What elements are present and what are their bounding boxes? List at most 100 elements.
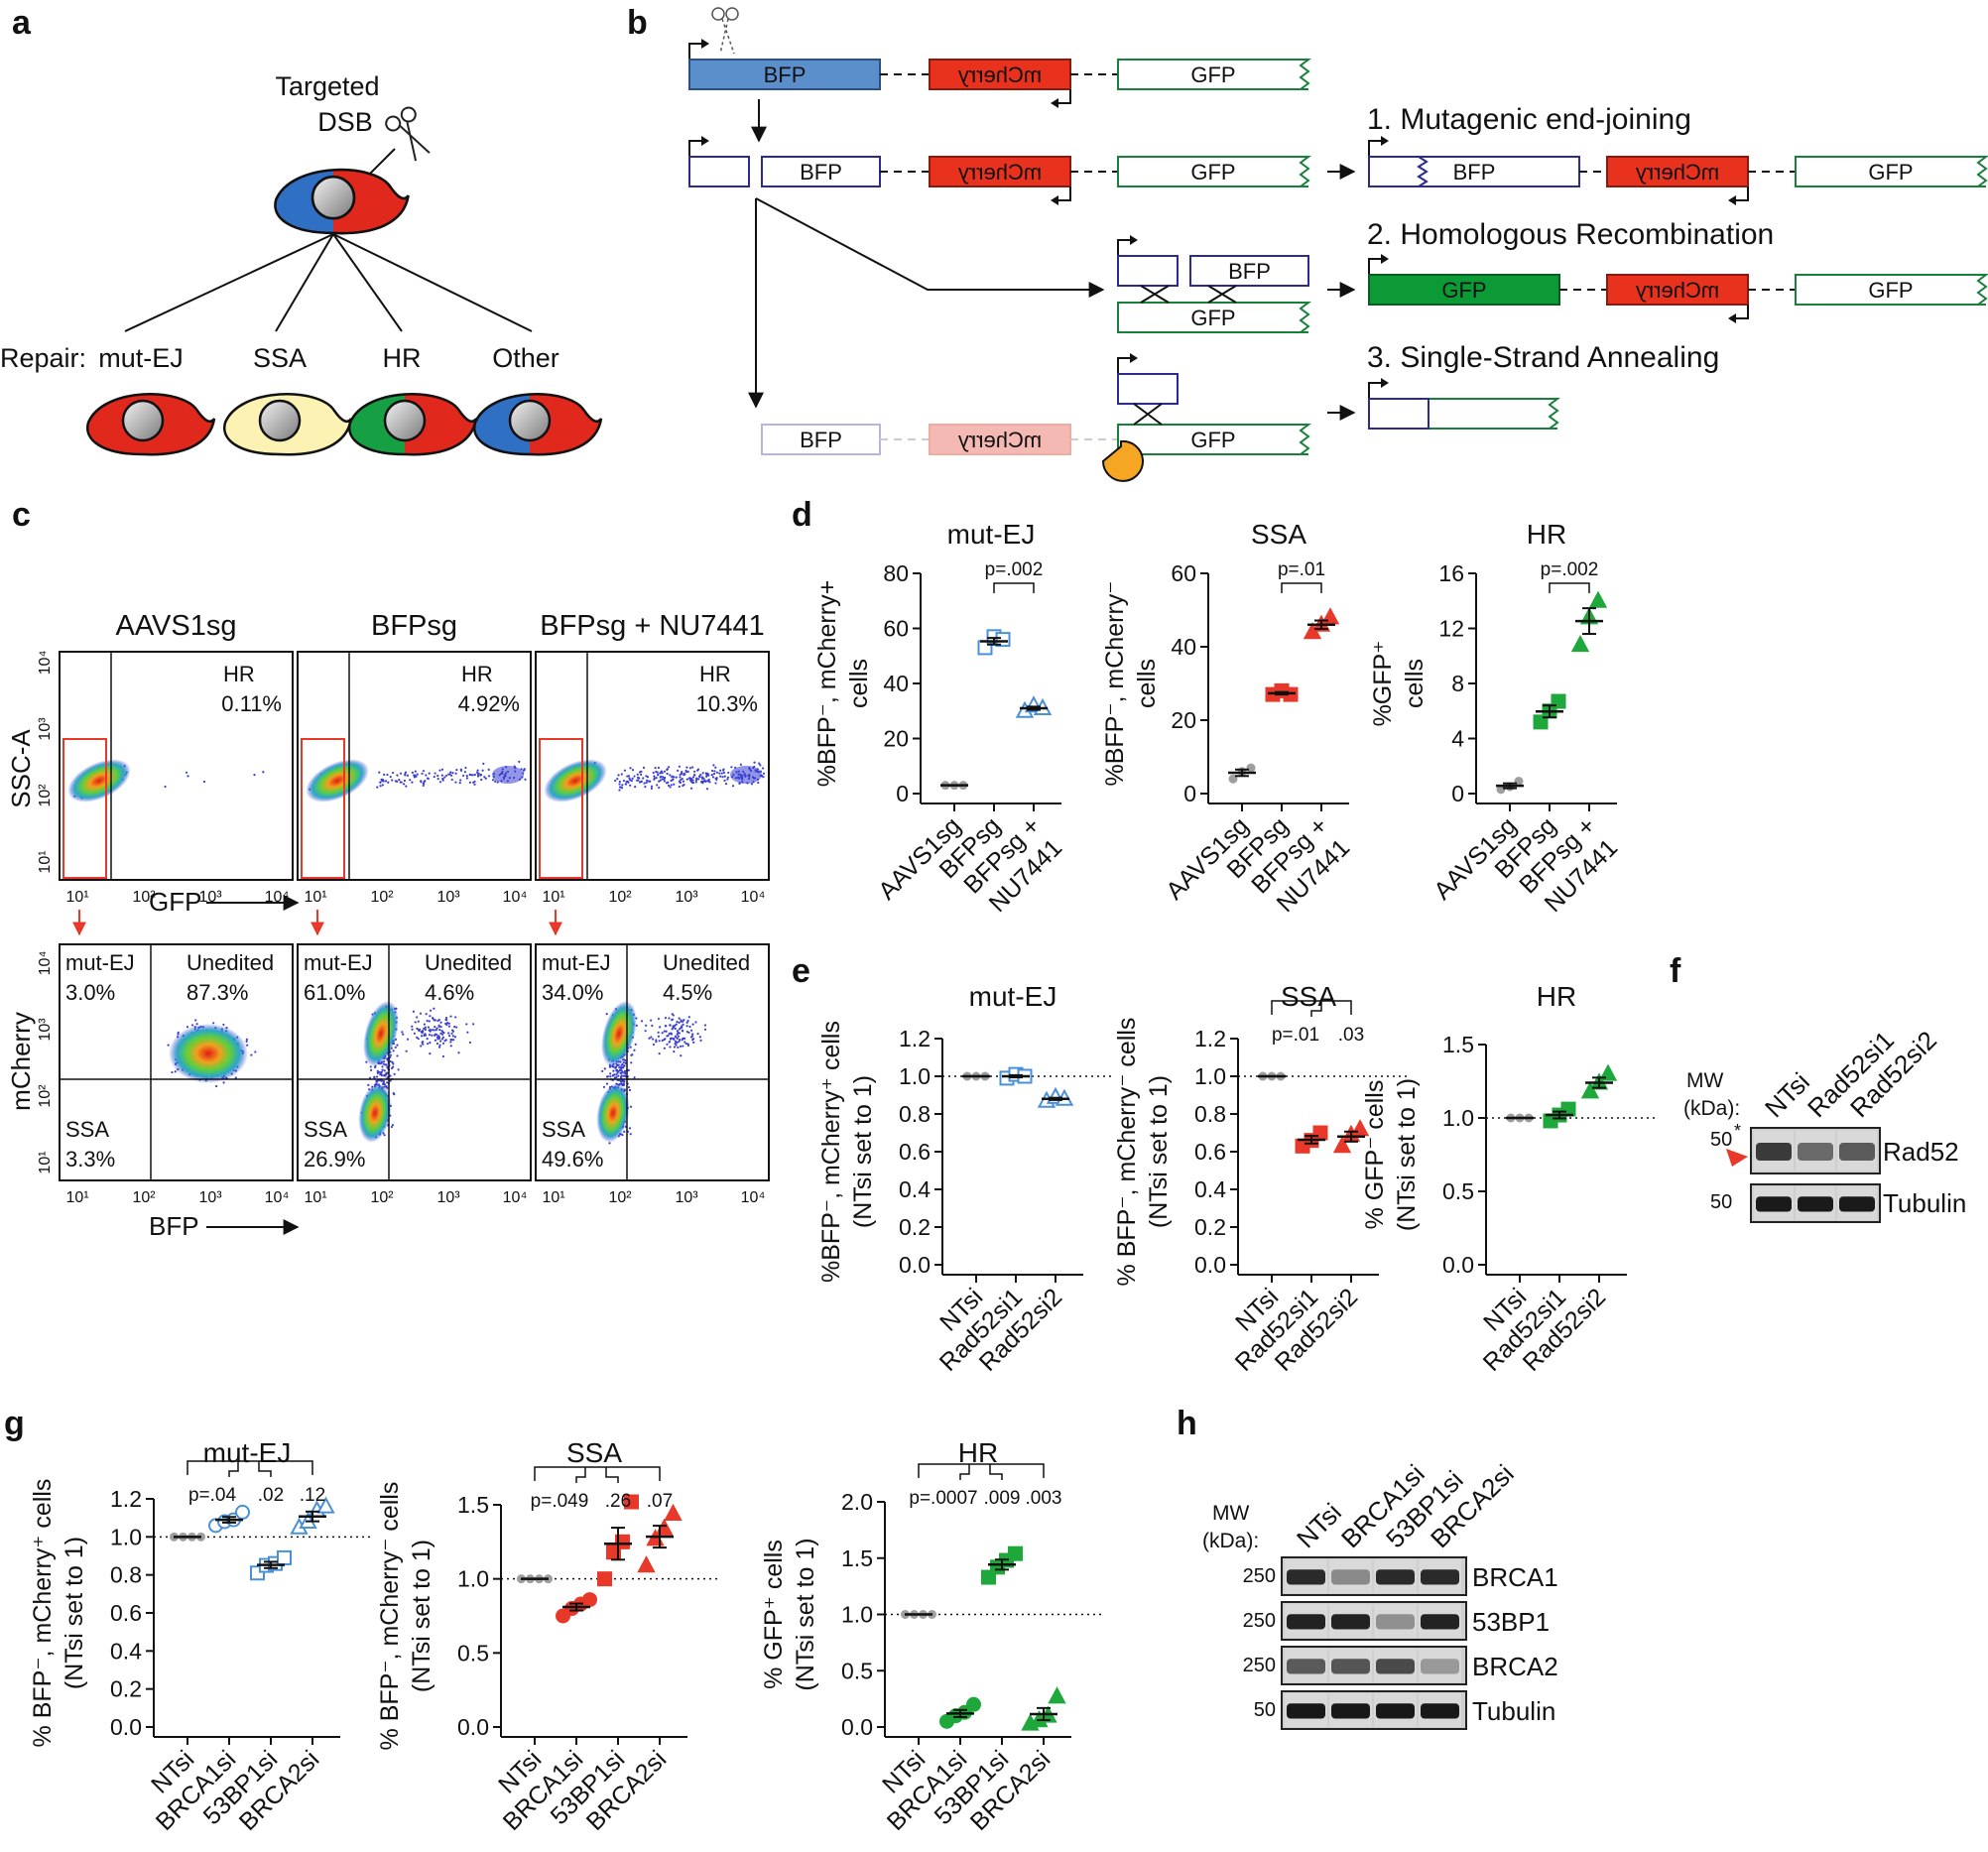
panel-letter-c: c: [12, 496, 31, 534]
promoter-arrowhead: [701, 39, 709, 49]
x-tick: 10²: [608, 889, 632, 906]
event-dot: [688, 1025, 691, 1029]
mw-mark: 250: [1243, 1610, 1276, 1632]
event-dot: [663, 1030, 666, 1033]
event-dot: [620, 773, 623, 776]
hr-gate-label: HR: [223, 662, 255, 686]
sig-bracket: [1271, 1000, 1352, 1015]
reporter-mcherry-label: mCherry: [1636, 278, 1719, 303]
event-dot: [634, 785, 637, 789]
reporter-gfp-label: GFP: [1868, 278, 1913, 303]
event-dot: [399, 781, 402, 784]
event-dot: [629, 1133, 632, 1136]
event-dot: [682, 780, 685, 783]
reporter-gfp: GFP: [1795, 156, 1988, 187]
event-dot: [420, 1035, 424, 1038]
reporter-bfp-cut-5p-box: [688, 156, 750, 187]
event-dot: [440, 1033, 444, 1036]
event-dot: [461, 774, 465, 778]
event-dot: [685, 766, 688, 769]
event-dot: [422, 770, 426, 773]
event-dot: [379, 785, 382, 788]
event-dot: [392, 1065, 395, 1068]
event-dot: [433, 1029, 435, 1032]
event-dot: [694, 1021, 697, 1024]
band-label-tubulin: Tubulin: [1883, 1188, 1966, 1218]
event-dot: [679, 781, 682, 784]
y-tick-label: 0.0: [457, 1714, 489, 1740]
event-dot: [194, 1019, 197, 1022]
event-dot: [426, 1020, 429, 1023]
x-tick: 10¹: [65, 1189, 88, 1206]
branch-line-hr: [755, 197, 1096, 291]
event-dot: [384, 1063, 387, 1066]
y-axis-label-line1: % BFP⁻, mCherry⁻ cells: [1113, 1018, 1141, 1287]
cell-icon-ssa: [223, 393, 353, 456]
x-tick: 10³: [436, 889, 460, 906]
p-value: .26: [605, 1491, 631, 1512]
event-dot: [623, 1130, 626, 1134]
y-tick-label: 1.0: [110, 1524, 142, 1549]
event-dot: [394, 1046, 397, 1049]
event-dot: [660, 775, 663, 779]
reporter-bfp-intact-label: BFP: [764, 62, 807, 87]
chart-title: HR: [1527, 519, 1566, 550]
promoter-arrowhead: [701, 136, 709, 146]
promoter-arrow: [1117, 357, 1132, 374]
event-dot: [724, 783, 728, 786]
event-dot: [409, 779, 412, 782]
chart-e-3: mut-EJ0.00.20.40.60.81.01.2%BFP⁻, mCherr…: [817, 981, 1113, 1377]
mw-mark: 50: [1710, 1191, 1732, 1213]
event-dot: [437, 1019, 440, 1022]
event-dot: [435, 1043, 439, 1046]
event-dot: [433, 775, 435, 779]
band-BRCA1: [1374, 1559, 1417, 1593]
event-dot: [675, 1044, 678, 1047]
y-tick: 10²: [37, 784, 54, 807]
event-dot: [441, 1031, 444, 1034]
event-dot: [619, 1065, 622, 1068]
band-BRCA2: [1374, 1649, 1417, 1682]
hr-gfp-donor-label: GFP: [1190, 306, 1235, 330]
y-tick: 10³: [37, 1018, 54, 1042]
event-dot: [422, 784, 425, 788]
outcome2-gfp-label: GFP: [1441, 278, 1486, 303]
event-dot: [657, 1035, 661, 1038]
event-dot: [450, 778, 453, 782]
y-axis-label: % BFP⁻, mCherry⁻ cells(NTsi set to 1): [376, 1482, 435, 1751]
event-dot: [475, 771, 479, 774]
p-value: p=.0007: [909, 1488, 977, 1509]
mw-mark: 50: [1710, 1129, 1732, 1151]
x-tick: 10³: [198, 1189, 222, 1206]
event-dot: [705, 788, 709, 791]
event-dot: [262, 771, 265, 774]
y-tick-label: 12: [1438, 616, 1464, 642]
event-dot: [620, 1081, 623, 1085]
y-axis-label-line2: cells: [1401, 659, 1429, 708]
event-dot: [614, 779, 617, 783]
event-dot: [703, 1024, 707, 1027]
event-dot: [428, 772, 431, 775]
event-dot: [406, 774, 410, 777]
event-dot: [413, 1032, 416, 1035]
event-dot: [445, 1023, 448, 1027]
event-dot: [435, 1027, 438, 1030]
x-tick: 10⁴: [265, 1189, 290, 1206]
band-53BP1: [1419, 1604, 1461, 1638]
event-dot: [665, 782, 669, 785]
event-dot: [403, 779, 407, 783]
event-dot: [670, 1037, 674, 1040]
sig-bracket: [993, 582, 1035, 593]
event-dot: [640, 1020, 644, 1023]
event-dot: [441, 779, 444, 782]
bottom-y-label: mCherry: [6, 1012, 36, 1111]
event-dot: [643, 782, 646, 785]
event-dot: [664, 1038, 667, 1041]
reporter-mcherry: mCherry: [929, 59, 1071, 90]
event-dot: [376, 1079, 379, 1082]
event-dot: [440, 774, 443, 777]
event-dot: [636, 773, 639, 776]
crossover-mark: [1140, 285, 1170, 304]
event-dot: [411, 781, 414, 784]
y-axis-label: %BFP⁻, mCherry⁺ cells(NTsi set to 1): [817, 1021, 877, 1283]
